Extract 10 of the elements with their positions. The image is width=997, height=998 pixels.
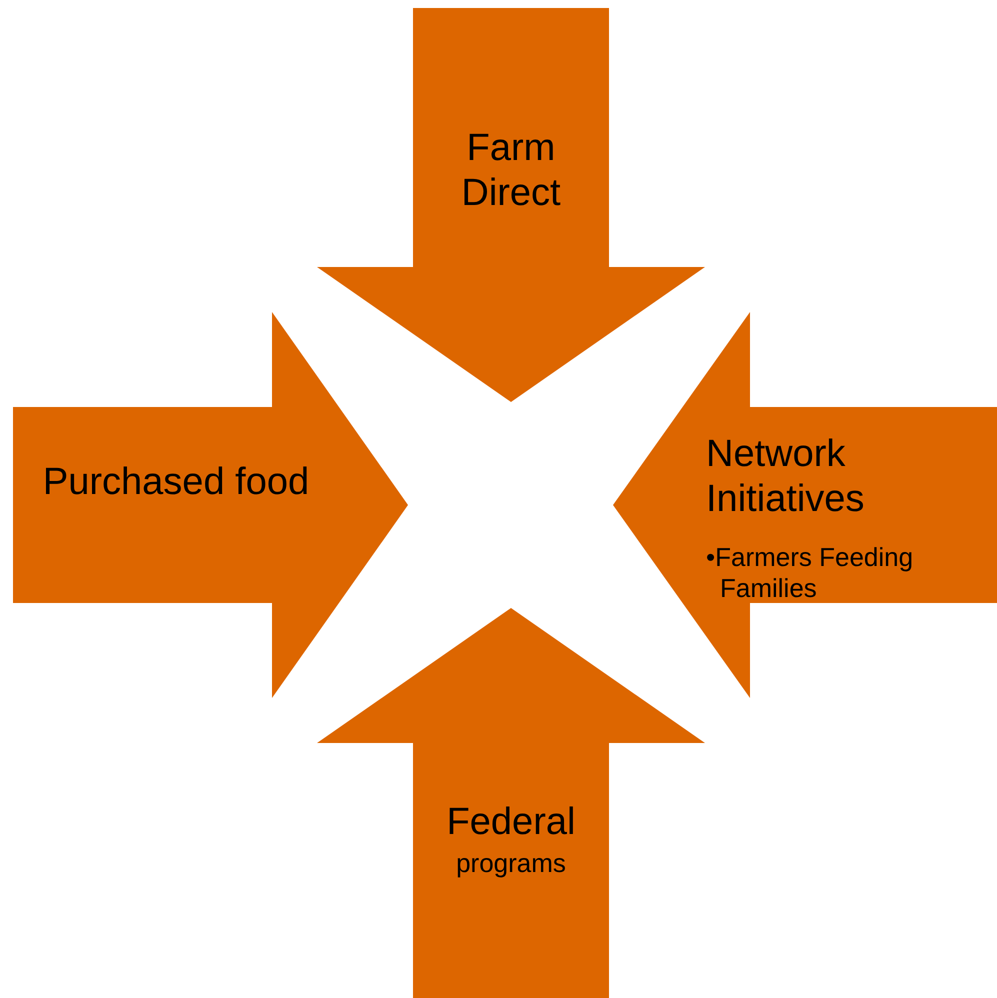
block-arrow bbox=[613, 312, 997, 698]
arrow-heading: Federal bbox=[446, 800, 576, 845]
arrow-subtext: •Farmers Feeding Families bbox=[706, 542, 914, 604]
block-arrow bbox=[317, 608, 705, 998]
arrow-heading: Farm Direct bbox=[460, 126, 562, 216]
block-arrow bbox=[317, 8, 705, 402]
block-arrow bbox=[13, 312, 408, 698]
arrow-heading: Network Initiatives bbox=[706, 432, 866, 522]
arrow-subtext: programs bbox=[455, 848, 567, 879]
arrow-heading: Purchased food bbox=[42, 460, 310, 505]
